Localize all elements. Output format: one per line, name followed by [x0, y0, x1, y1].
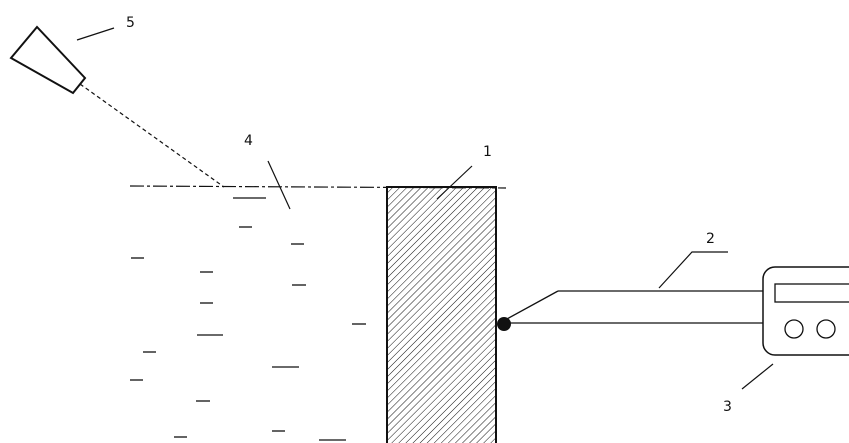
meter-body [762, 266, 849, 356]
block-label: 1 [483, 144, 492, 160]
probe-leader-line [658, 251, 728, 289]
probe-label: 2 [706, 231, 715, 247]
block-leader-line [436, 165, 473, 200]
surface-leader-line [267, 160, 291, 210]
camera-device [9, 25, 87, 95]
meter-unit [762, 266, 849, 356]
camera-leader-line [76, 27, 115, 41]
hatched-block [386, 186, 497, 443]
liquid-surface-line [129, 185, 507, 189]
probe-diagonal [504, 290, 559, 321]
meter-knob-right [816, 319, 836, 339]
meter-knob-left [784, 319, 804, 339]
meter-display [774, 283, 849, 303]
liquid-body [130, 197, 366, 441]
meter-label: 3 [723, 399, 732, 415]
surface-label: 4 [244, 133, 253, 149]
camera-label: 5 [126, 15, 135, 31]
meter-leader-line [741, 363, 774, 390]
camera-sight-line [79, 83, 225, 188]
probe-assembly [504, 290, 765, 324]
sensor-contact-point [497, 317, 511, 331]
